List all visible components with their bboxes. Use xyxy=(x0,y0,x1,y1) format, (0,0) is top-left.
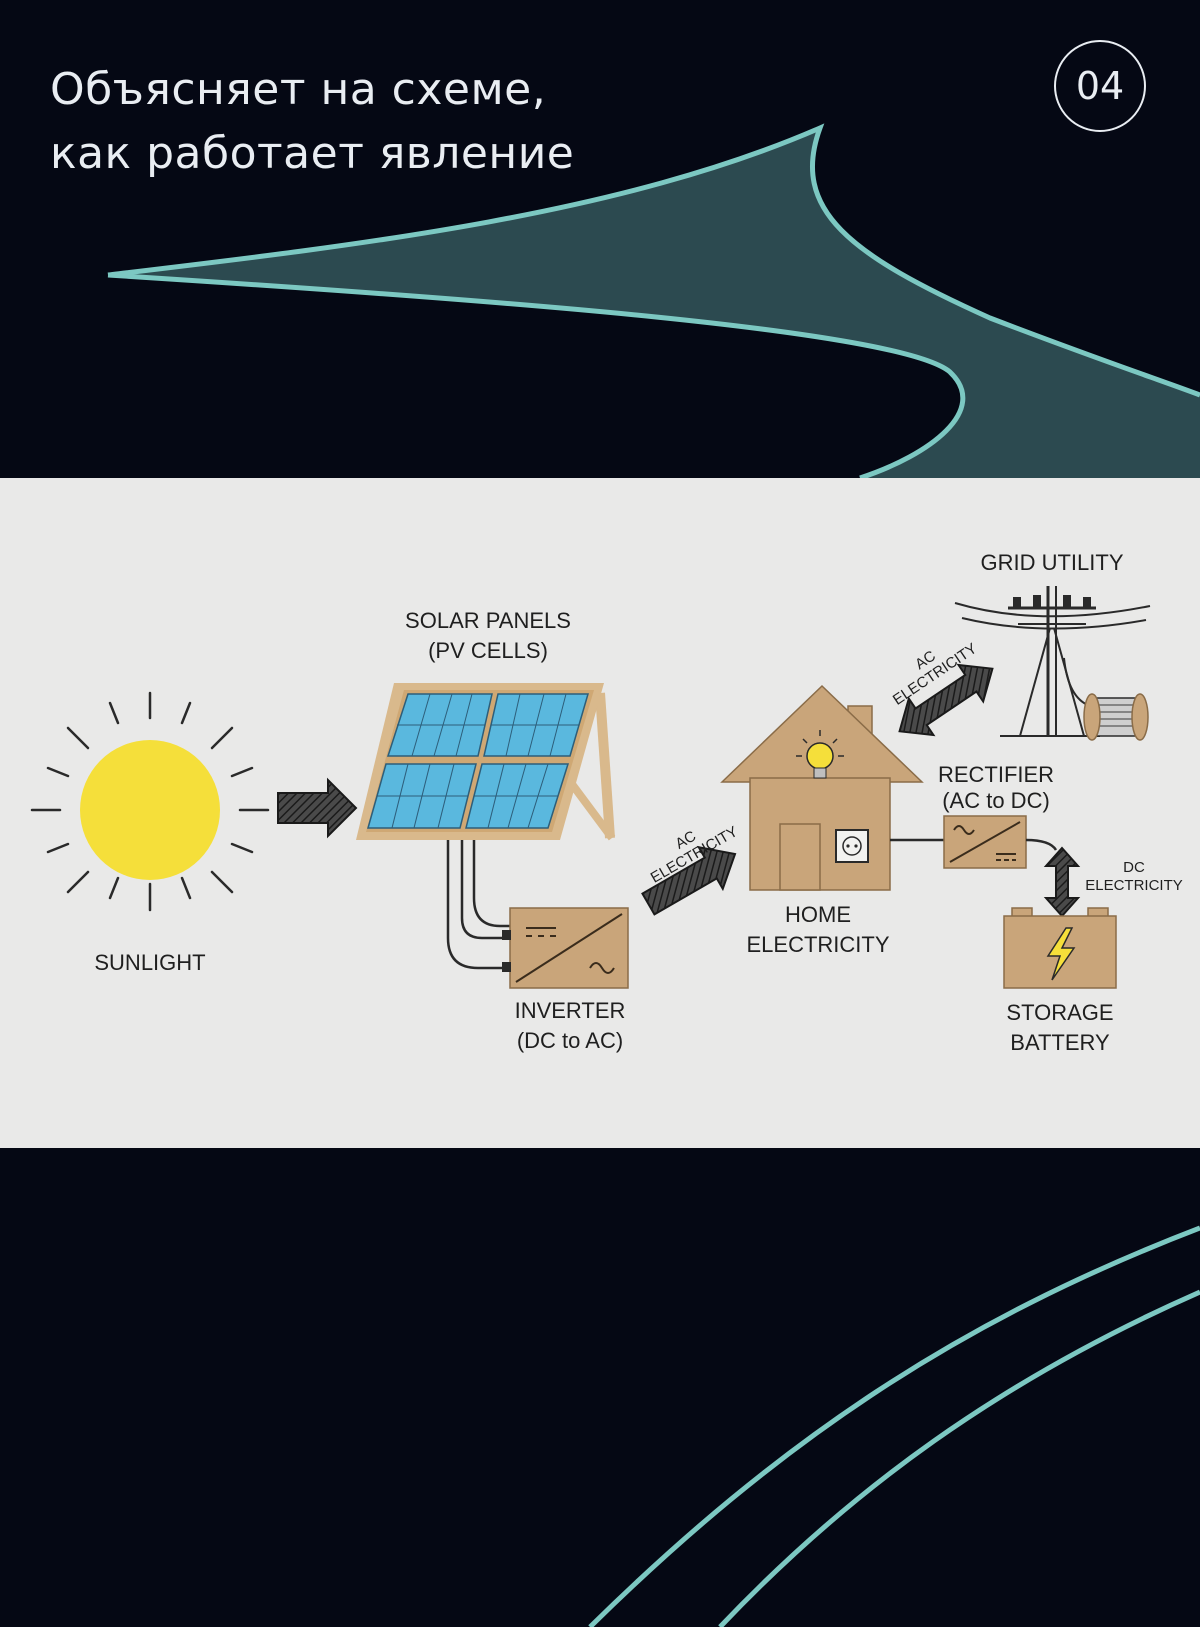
solar-energy-diagram: SUNLIGHT xyxy=(0,478,1200,1148)
arrow-sun-to-panels xyxy=(277,777,358,839)
battery-icon xyxy=(1003,907,1117,989)
solar-panels-label-line2: (PV CELLS) xyxy=(428,638,548,663)
sunlight-label: SUNLIGHT xyxy=(94,950,205,975)
inverter-icon xyxy=(502,907,629,989)
solar-panel-icon xyxy=(356,683,616,841)
sun-icon xyxy=(30,691,270,912)
home-label-line2: ELECTRICITY xyxy=(746,932,889,957)
house-icon xyxy=(720,684,924,891)
solar-panels-label-line1: SOLAR PANELS xyxy=(405,608,571,633)
inverter-label-line1: INVERTER xyxy=(515,998,626,1023)
rectifier-icon xyxy=(943,815,1027,869)
slide-number-badge: 04 xyxy=(1054,40,1146,132)
arrow-home-grid-bidirectional xyxy=(898,663,994,737)
diagram-canvas: SUNLIGHT xyxy=(30,550,1183,1055)
home-label-line1: HOME xyxy=(785,902,851,927)
rectifier-label-line1: RECTIFIER xyxy=(938,762,1054,787)
arrow-rectifier-battery xyxy=(1043,846,1081,918)
page-title-line1: Объясняет на схеме, xyxy=(50,64,547,115)
grid-utility-label: GRID UTILITY xyxy=(980,550,1123,575)
rectifier-label-line2: (AC to DC) xyxy=(942,788,1050,813)
page-title: Объясняет на схеме, как работает явление xyxy=(50,58,574,186)
arrow-inverter-to-home xyxy=(641,845,737,916)
battery-label-line1: STORAGE xyxy=(1006,1000,1113,1025)
page-title-line2: как работает явление xyxy=(50,128,575,179)
inverter-label-line2: (DC to AC) xyxy=(517,1028,623,1053)
rectifier-wire xyxy=(1025,838,1058,851)
dc-electricity-line1: DC xyxy=(1123,859,1145,876)
lightbulb-icon xyxy=(796,730,844,779)
cable-spool-icon xyxy=(1083,693,1149,741)
battery-label-line2: BATTERY xyxy=(1010,1030,1110,1055)
dc-electricity-line2: ELECTRICITY xyxy=(1085,877,1183,894)
panel-to-inverter-wires xyxy=(446,840,510,970)
